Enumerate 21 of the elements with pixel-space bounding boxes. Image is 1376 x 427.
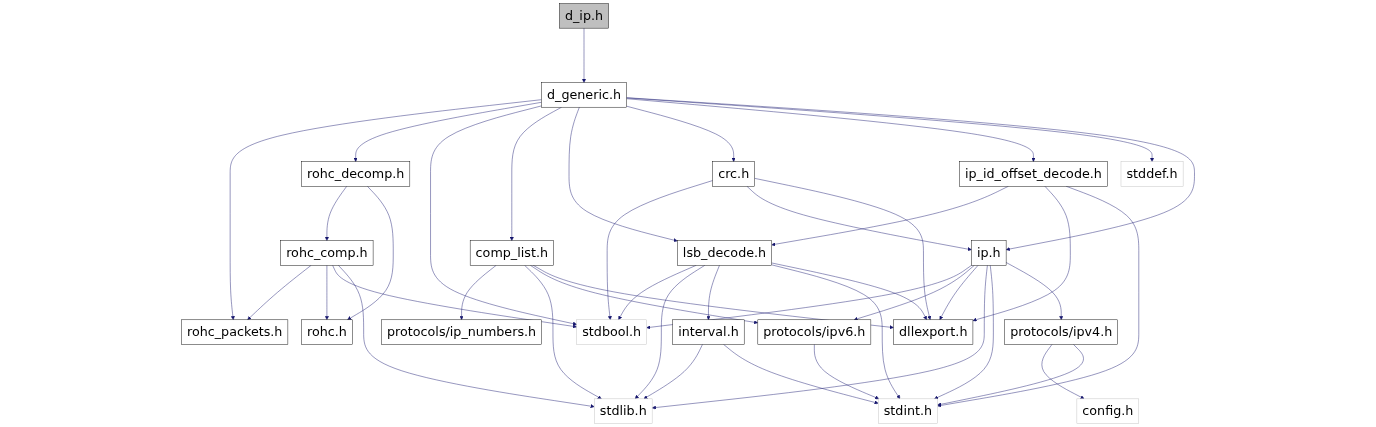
node-box: stdint.h bbox=[878, 398, 938, 424]
node-box: ip_id_offset_decode.h bbox=[959, 161, 1108, 187]
node-box: lsb_decode.h bbox=[677, 240, 772, 266]
node-box: d_ip.h bbox=[559, 3, 609, 29]
node-box: rohc_packets.h bbox=[181, 319, 289, 345]
node-box: stddef.h bbox=[1120, 161, 1184, 187]
node-box: config.h bbox=[1076, 398, 1139, 424]
node-box: d_generic.h bbox=[541, 82, 627, 108]
node-box: dllexport.h bbox=[893, 319, 974, 345]
node-box: protocols/ip_numbers.h bbox=[381, 319, 542, 345]
node-box: ip.h bbox=[971, 240, 1007, 266]
node-box: interval.h bbox=[672, 319, 745, 345]
node-box: protocols/ipv6.h bbox=[757, 319, 872, 345]
node-box: rohc_decomp.h bbox=[301, 161, 411, 187]
node-box: rohc_comp.h bbox=[280, 240, 374, 266]
node-box: rohc.h bbox=[301, 319, 353, 345]
node-box: stdbool.h bbox=[576, 319, 647, 345]
node-box: stdlib.h bbox=[594, 398, 653, 424]
node-box: comp_list.h bbox=[469, 240, 554, 266]
node-box: crc.h bbox=[712, 161, 755, 187]
node-box: protocols/ipv4.h bbox=[1004, 319, 1118, 345]
